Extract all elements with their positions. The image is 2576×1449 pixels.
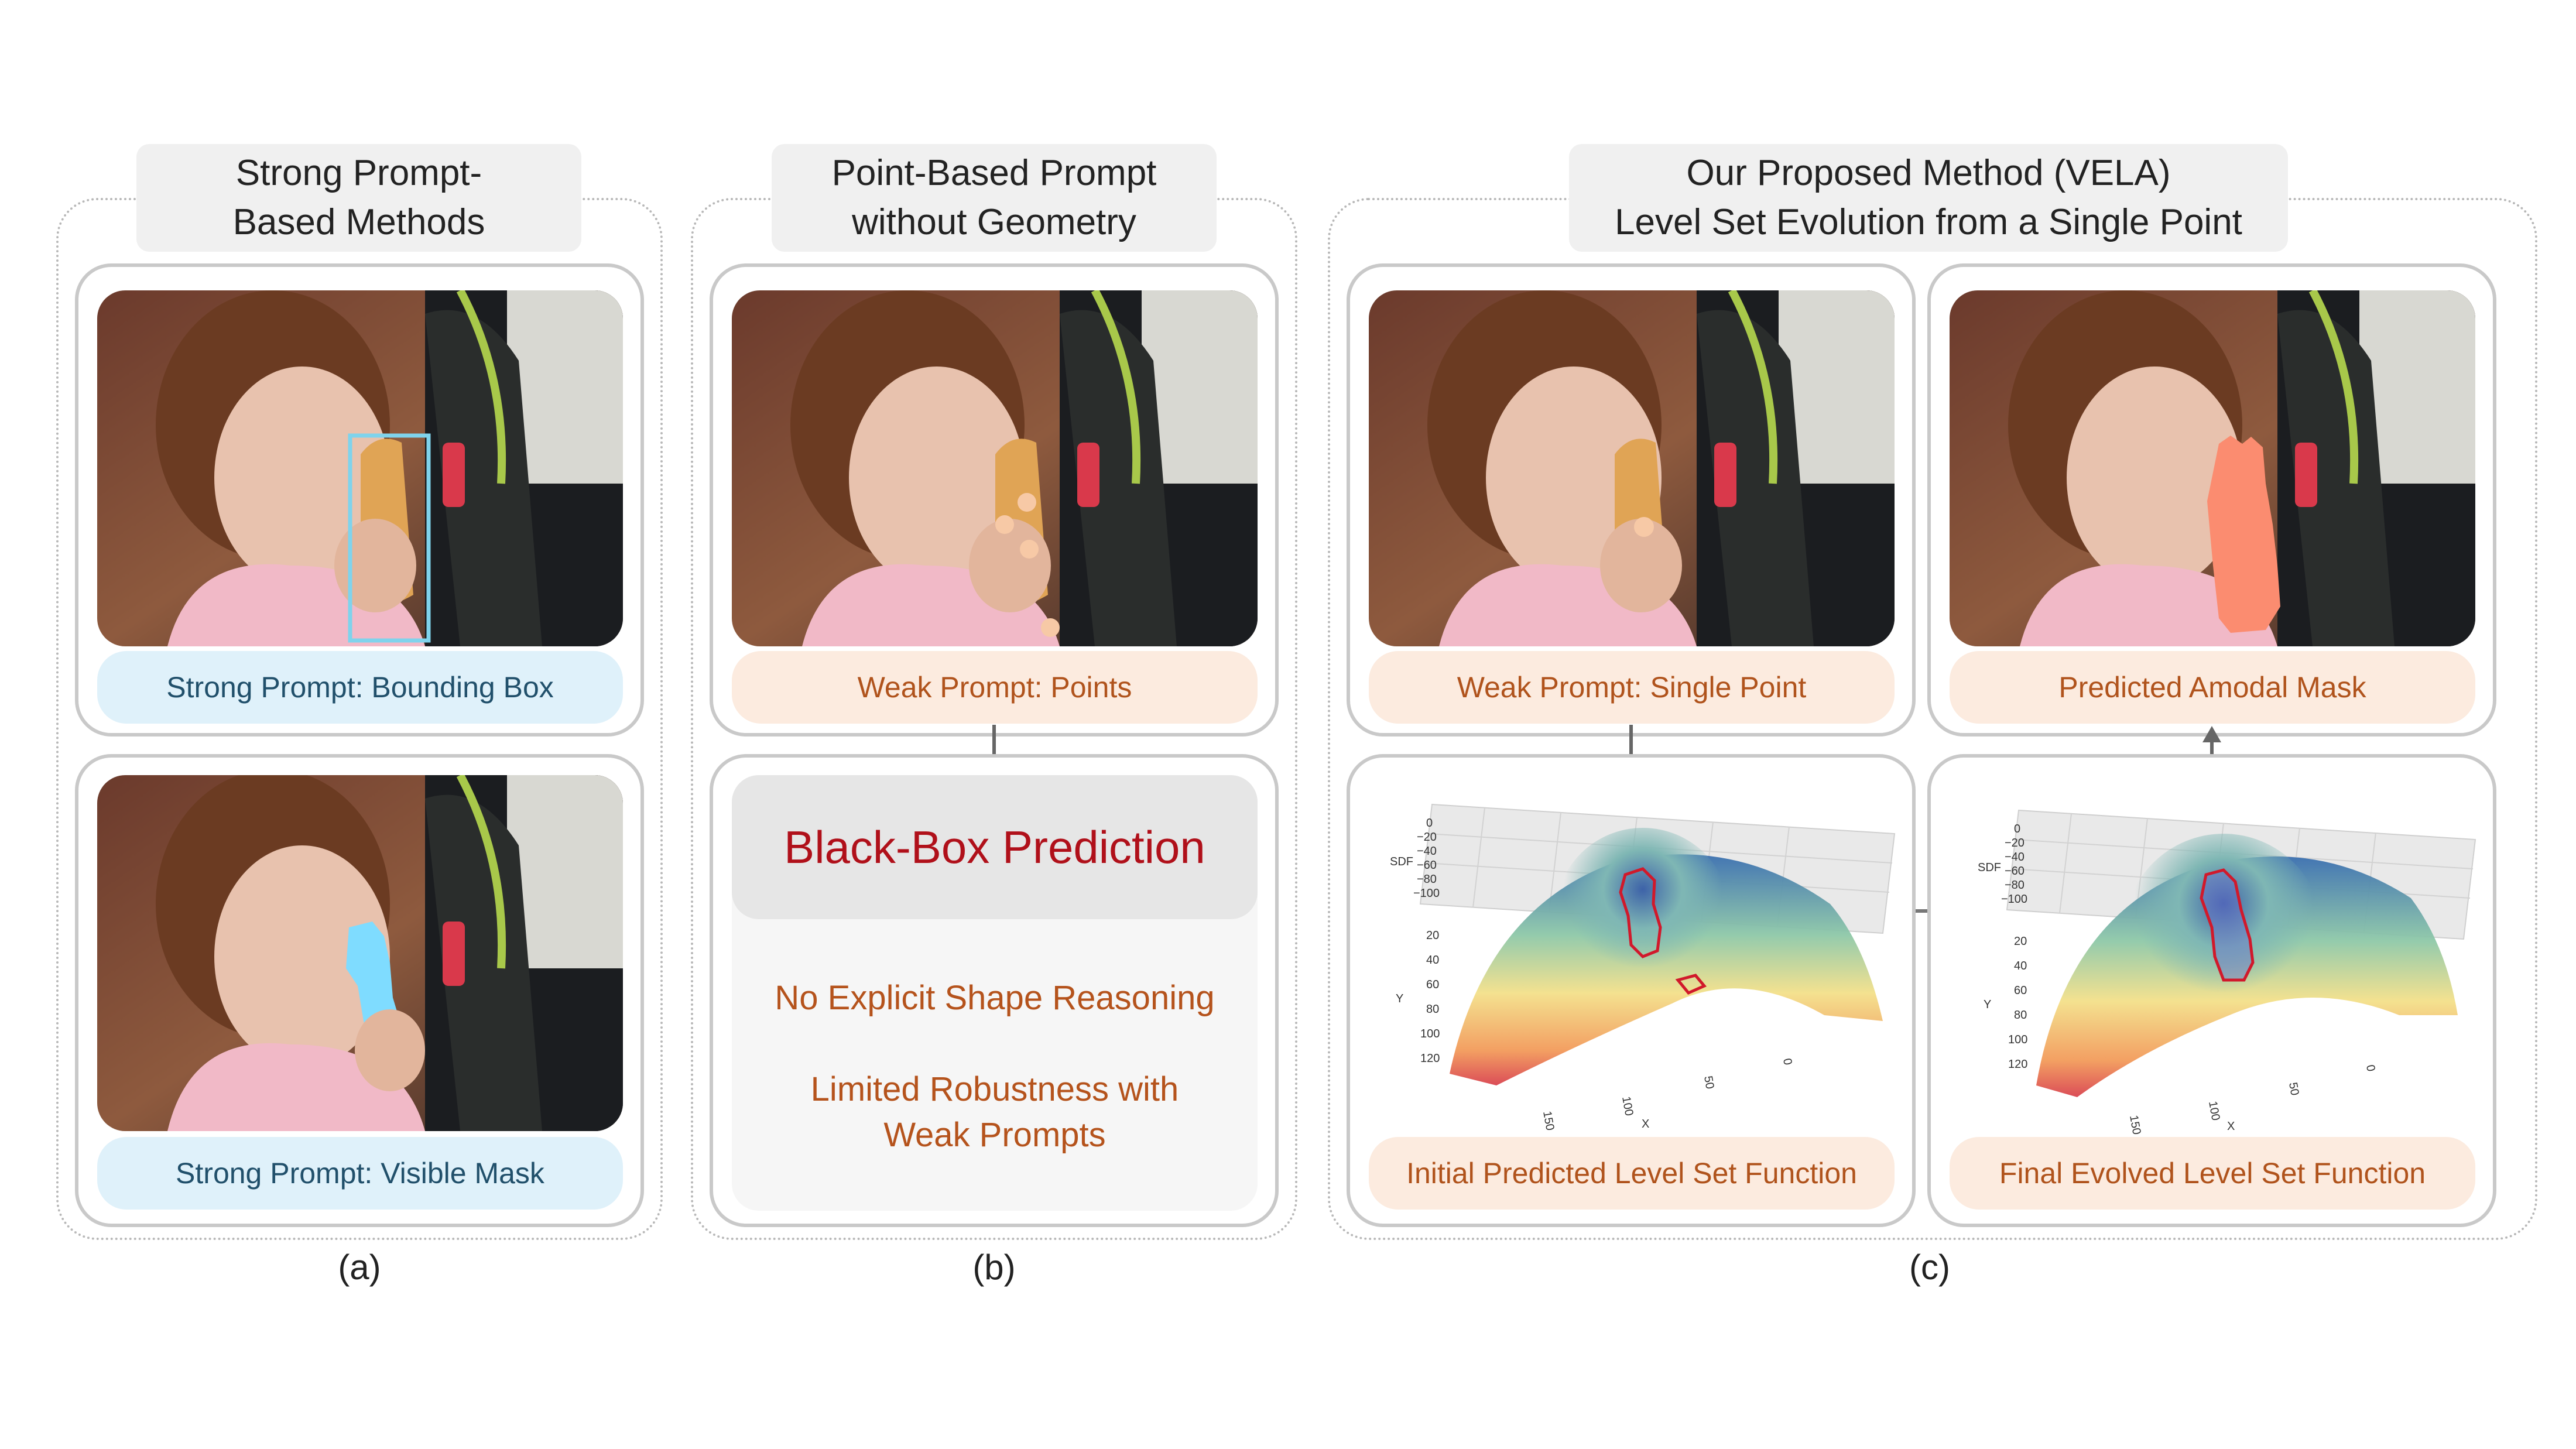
panel-bbox-prompt: Strong Prompt: Bounding Box: [75, 263, 644, 737]
contour-initial: [1619, 867, 1662, 958]
limitation-shape-reasoning: No Explicit Shape Reasoning: [775, 979, 1215, 1017]
y-axis-label: Y: [1984, 998, 1991, 1011]
caption-a: (a): [338, 1248, 381, 1287]
prompt-point: [1634, 517, 1654, 537]
z-tick: −20: [1417, 831, 1437, 844]
label-initial-lsf: Initial Predicted Level Set Function: [1369, 1137, 1895, 1210]
z-tick: −100: [1413, 887, 1440, 900]
z-tick: −100: [2001, 893, 2027, 906]
panel-initial-lsf: 0 −20 −40 −60 −80 −100 SDF 20 40 60 80 1…: [1347, 754, 1916, 1227]
z-tick: −80: [1417, 873, 1437, 886]
label-single-point-prompt: Weak Prompt: Single Point: [1369, 651, 1895, 724]
plot-final-lsf: 0 −20 −40 −60 −80 −100 SDF 20 40 60 80 1…: [1978, 809, 2476, 1136]
y-tick: 80: [1426, 1003, 1439, 1016]
photo-bbox: [97, 290, 623, 646]
x-tick: 150: [2127, 1114, 2143, 1136]
x-axis-label: X: [2227, 1120, 2235, 1133]
panel-blackbox: No Explicit Shape Reasoning Limited Robu…: [710, 754, 1279, 1227]
plot-initial-lsf: 0 −20 −40 −60 −80 −100 SDF 20 40 60 80 1…: [1390, 803, 1896, 1132]
blackbox-prediction-title: Black-Box Prediction: [732, 775, 1258, 919]
limitation-robustness: Limited Robustness with Weak Prompts: [810, 1070, 1179, 1154]
prompt-point: [1020, 540, 1039, 559]
label-visible-mask-prompt: Strong Prompt: Visible Mask: [97, 1137, 623, 1210]
section-a-title: Strong Prompt- Based Methods: [136, 144, 581, 252]
panel-points-prompt: Weak Prompt: Points: [710, 263, 1279, 737]
panel-single-point-prompt: Weak Prompt: Single Point: [1347, 263, 1916, 737]
x-tick: 50: [2286, 1081, 2301, 1097]
y-tick: 100: [2008, 1033, 2027, 1046]
y-tick: 60: [2014, 984, 2027, 997]
x-tick: 100: [2206, 1100, 2222, 1122]
prompt-point: [1041, 618, 1060, 637]
z-tick: −40: [1417, 845, 1437, 858]
z-tick: −60: [1417, 859, 1437, 872]
z-axis-label: SDF: [1978, 861, 2001, 874]
prompt-point: [995, 515, 1014, 534]
prompt-point: [1018, 493, 1036, 512]
bbox-overlay: [348, 433, 431, 643]
amodal-mask-overlay: [2207, 436, 2280, 633]
label-points-prompt: Weak Prompt: Points: [732, 651, 1258, 724]
contour-final: [2200, 868, 2255, 982]
photo-single-point: [1369, 290, 1895, 646]
z-tick: 0: [2014, 823, 2020, 835]
x-tick: 100: [1619, 1095, 1635, 1117]
x-axis-label: X: [1642, 1118, 1649, 1131]
y-tick: 60: [1426, 978, 1439, 991]
y-tick: 40: [1426, 954, 1439, 967]
y-axis-label: Y: [1396, 992, 1403, 1005]
caption-c: (c): [1909, 1248, 1950, 1287]
z-tick: −40: [2005, 851, 2025, 864]
panel-amodal-mask: Predicted Amodal Mask: [1927, 263, 2496, 737]
y-tick: 20: [1426, 929, 1439, 942]
label-amodal-mask: Predicted Amodal Mask: [1950, 651, 2475, 724]
section-c-title: Our Proposed Method (VELA) Level Set Evo…: [1569, 144, 2288, 252]
y-tick: 80: [2014, 1009, 2027, 1022]
section-b-title: Point-Based Prompt without Geometry: [772, 144, 1217, 252]
z-tick: −60: [2005, 865, 2025, 878]
y-tick: 40: [2014, 960, 2027, 972]
photo-visible-mask: [97, 775, 623, 1131]
panel-visible-mask-prompt: Strong Prompt: Visible Mask: [75, 754, 644, 1227]
z-tick: −20: [2005, 837, 2025, 849]
x-tick: 0: [2363, 1064, 2378, 1073]
panel-final-lsf: 0 −20 −40 −60 −80 −100 SDF 20 40 60 80 1…: [1927, 754, 2496, 1227]
contour-initial-small: [1675, 974, 1707, 995]
photo-points: [732, 290, 1258, 646]
label-bbox-prompt: Strong Prompt: Bounding Box: [97, 651, 623, 724]
z-tick: 0: [1426, 817, 1433, 830]
z-axis-label: SDF: [1390, 855, 1413, 868]
y-tick: 120: [2008, 1058, 2027, 1071]
photo-amodal-mask: [1950, 290, 2475, 646]
x-tick: 150: [1540, 1110, 1556, 1132]
caption-b: (b): [972, 1248, 1016, 1287]
y-tick: 20: [2014, 935, 2027, 948]
y-tick: 100: [1420, 1027, 1440, 1040]
y-tick: 120: [1420, 1052, 1440, 1065]
x-tick: 0: [1780, 1057, 1794, 1066]
z-tick: −80: [2005, 879, 2025, 892]
x-tick: 50: [1701, 1075, 1717, 1090]
label-final-lsf: Final Evolved Level Set Function: [1950, 1137, 2475, 1210]
